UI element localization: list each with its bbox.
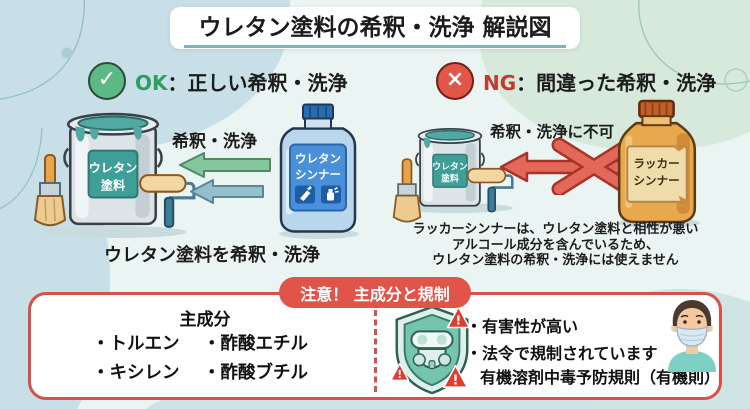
ingredient-item: ・酢酸ブチル (203, 363, 308, 383)
hazard-item: ・法令で規制されています (466, 344, 658, 363)
ng-bottle-label-line1: ラッカー (633, 157, 679, 171)
ok-bottle-label-line2: シンナー (295, 168, 341, 182)
paint-brush-icon (392, 158, 422, 223)
cross-icon: × (445, 67, 465, 92)
cross-circle-icon: × (436, 62, 474, 100)
ng-caption-line2: アルコール成分を含んでいるため、 (452, 237, 659, 253)
ng-can-shadow (398, 203, 513, 213)
page-title: ウレタン塗料の希釈・洗浄 解説図 (184, 8, 566, 48)
warning-triangle-icon: ! (446, 306, 470, 329)
urethane-paint-can: ウレタン 塗料 (63, 112, 163, 226)
gas-mask-icon (410, 330, 454, 370)
ng-section-header: × NG：間違った希釈・洗浄 (436, 62, 716, 100)
prohibited-x-icon (551, 138, 637, 195)
ng-caption-line3: ウレタン塗料の希釈・洗浄には使えません (432, 253, 679, 268)
ok-section-header: ✓ OK：正しい希釈・洗浄 (88, 62, 348, 100)
warning-triangle-icon: ! (442, 364, 469, 388)
ng-can-label-line2: 塗料 (441, 173, 459, 185)
prohibited-arrow-icon (499, 138, 643, 195)
hazard-shield-icon: ! ! ! (390, 305, 470, 395)
warning-triangle-icon: ! (390, 362, 410, 382)
ok-caption: ウレタン塗料を希釈・洗浄 (104, 245, 320, 266)
regulation-note: 有機溶剤中毒予防規則（有機則） (480, 368, 721, 387)
warning-exclamation: ! (456, 313, 462, 328)
title-box: ウレタン塗料の希釈・洗浄 解説図 (170, 7, 580, 49)
ng-heading-text: ：間違った希釈・洗浄 (516, 70, 717, 95)
clean-arrow-icon (190, 179, 264, 204)
ok-can-shadow (42, 226, 187, 238)
urethane-thinner-bottle: ウレタン シンナー (279, 103, 357, 233)
ingredient-item: ・キシレン (92, 363, 180, 383)
ok-label: OK (135, 70, 168, 95)
ng-caption: ラッカーシンナーは、ウレタン塗料と相性が悪い アルコール成分を含んでいるため、 … (398, 222, 713, 269)
ng-arrow-label: 希釈・洗浄に不可 (490, 123, 615, 141)
ok-bottle-shadow (279, 229, 359, 239)
dilute-arrow-icon (179, 152, 271, 178)
ng-heading: NG：間違った希釈・洗浄 (483, 67, 716, 96)
ok-heading-text: ：正しい希釈・洗浄 (167, 70, 348, 95)
hazard-item: ・有害性が高い (466, 317, 579, 336)
paint-brush-icon (33, 154, 67, 227)
masked-person-icon (668, 300, 716, 372)
ingredient-item: ・酢酸エチル (203, 334, 308, 354)
warning-exclamation: ! (397, 368, 402, 381)
warning-exclamation: ! (452, 372, 458, 388)
ingredient-item: ・トルエン (92, 334, 180, 354)
notice-divider (374, 310, 377, 392)
ok-can-label-line1: ウレタン (89, 161, 138, 175)
ok-bottle-label-line1: ウレタン (295, 152, 341, 166)
paint-roller-icon (466, 167, 514, 213)
check-icon: ✓ (97, 67, 117, 92)
check-circle-icon: ✓ (88, 62, 126, 100)
ng-can-label-line1: ウレタン (432, 160, 468, 172)
ingredients-heading: 主成分 (179, 310, 231, 330)
ng-bottle-label-line2: シンナー (633, 174, 679, 188)
ng-caption-line1: ラッカーシンナーは、ウレタン塗料と相性が悪い (412, 222, 699, 237)
ok-arrow-label: 希釈・洗浄 (172, 132, 257, 152)
ng-label: NG (483, 70, 517, 95)
ok-heading: OK：正しい希釈・洗浄 (135, 67, 348, 96)
urethane-paint-can: ウレタン 塗料 (415, 127, 485, 207)
notice-badge: 注意！ 主成分と規制 (279, 277, 471, 308)
ok-can-label-line2: 塗料 (101, 177, 126, 192)
lacquer-thinner-bottle: ラッカー シンナー (617, 99, 697, 224)
